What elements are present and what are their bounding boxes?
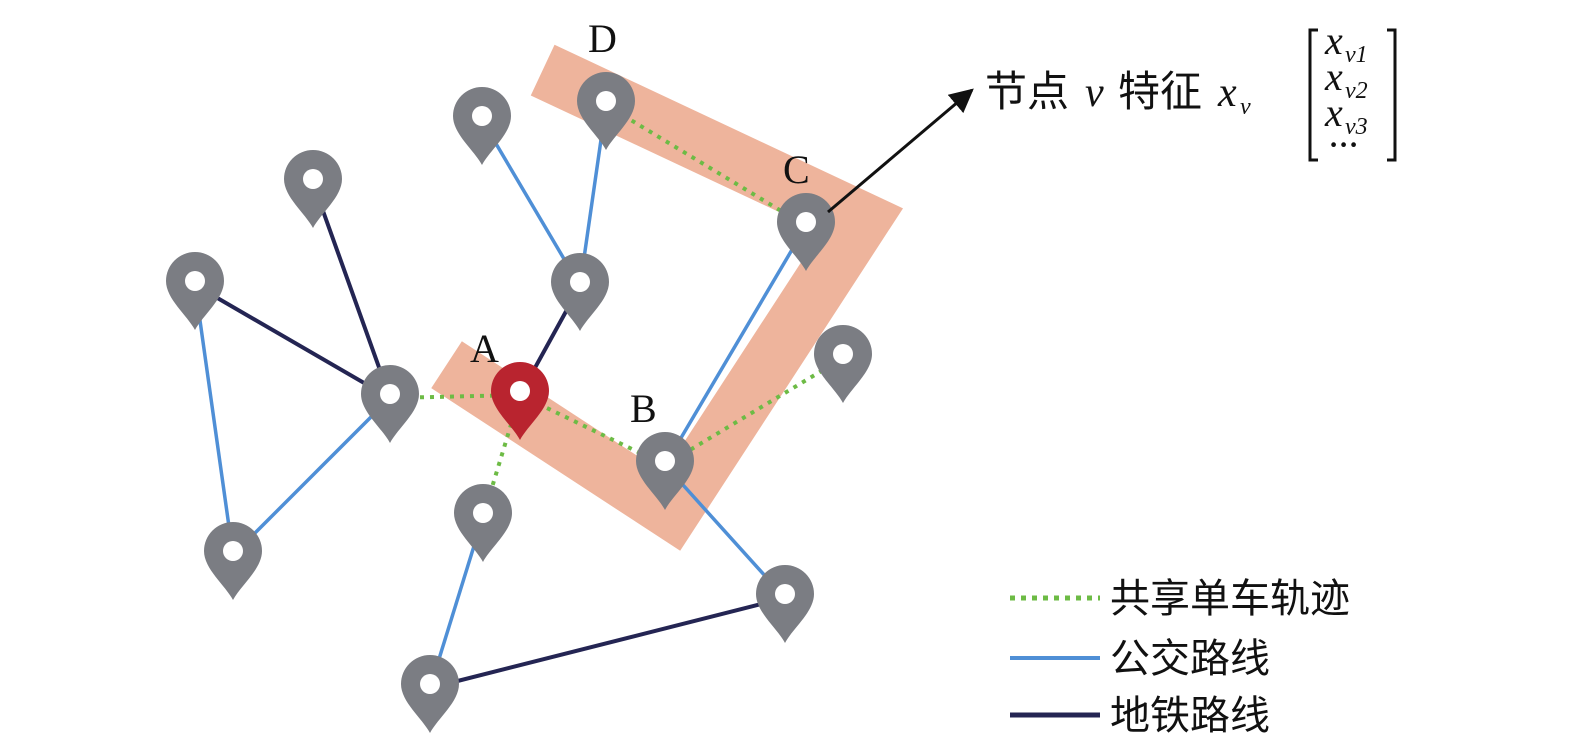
node-label-d: D [588, 16, 617, 61]
vector-entry-4: ··· [1328, 122, 1358, 167]
pin-hole [380, 384, 400, 404]
feature-prefix: 节点 [985, 67, 1069, 116]
vector-entry-3: x [1324, 90, 1343, 135]
map-pin-icon [756, 565, 814, 643]
legend: 共享单车轨迹 公交路线 地铁路线 [1010, 576, 1350, 739]
bus-edge [231, 396, 392, 557]
vector-entry-3-sub: v3 [1345, 114, 1368, 140]
bike-edge [519, 393, 666, 467]
map-pin-icon-b [636, 432, 694, 510]
vector-entry-2: x [1324, 54, 1343, 99]
map-pin-icon [453, 87, 511, 165]
pin-hole [472, 106, 492, 126]
vector-entry-1-sub: v1 [1345, 42, 1368, 68]
feature-vector: x v1 x v2 x v3 ··· [1308, 18, 1397, 167]
map-pin-icon [361, 365, 419, 443]
vector-entry-1: x [1324, 18, 1343, 63]
map-pin-icon [166, 252, 224, 330]
node-label-c: C [783, 147, 810, 192]
map-pin-icon [454, 484, 512, 562]
pins [166, 72, 872, 733]
feature-mid: 特征 [1118, 67, 1202, 116]
pin-hole [473, 503, 493, 523]
pin-hole [185, 271, 205, 291]
pin-hole [833, 344, 853, 364]
bus-edge [663, 225, 808, 466]
right-bracket [1387, 28, 1397, 162]
subway-edge [429, 596, 786, 690]
bike-edge [663, 356, 845, 467]
vector-entry-2-sub: v2 [1345, 78, 1368, 104]
feature-xv: x [1217, 70, 1237, 116]
feature-label: 节点 v 特征 x v [985, 67, 1251, 120]
pin-hole [596, 91, 616, 111]
subway-edge [311, 182, 392, 399]
highlight-path [431, 44, 904, 551]
map-pin-icon [551, 253, 609, 331]
pin-hole [510, 381, 530, 401]
pin-hole [223, 541, 243, 561]
node-label-a: A [470, 326, 499, 371]
legend-label-bus: 公交路线 [1110, 636, 1270, 682]
map-pin-icon [401, 655, 459, 733]
pin-hole [775, 584, 795, 604]
feature-var: v [1085, 70, 1104, 116]
feature-arrow [827, 88, 974, 214]
map-pin-icon [814, 325, 872, 403]
pin-hole [420, 674, 440, 694]
map-pin-icon [284, 150, 342, 228]
legend-label-subway: 地铁路线 [1110, 693, 1270, 739]
pin-hole [655, 451, 675, 471]
left-bracket [1308, 28, 1318, 162]
pin-hole [796, 212, 816, 232]
map-pin-icon-c [777, 193, 835, 271]
map-pin-icon-a [491, 362, 549, 440]
map-pin-icon-d [577, 72, 635, 150]
feature-xv-sub: v [1240, 94, 1251, 120]
map-pin-icon [204, 522, 262, 600]
subway-edge [193, 283, 392, 400]
bus-edge [193, 284, 235, 556]
legend-label-bike: 共享单车轨迹 [1110, 576, 1350, 622]
pin-hole [303, 169, 323, 189]
node-label-b: B [630, 386, 657, 431]
pin-hole [570, 272, 590, 292]
